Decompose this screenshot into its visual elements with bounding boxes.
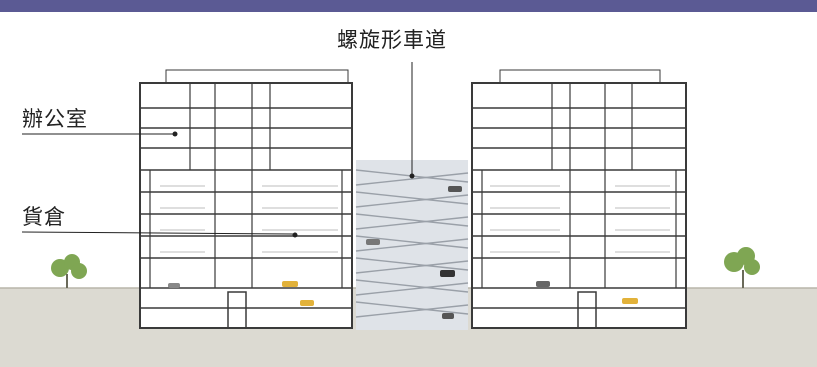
right-building — [471, 69, 687, 329]
ramp-label: 螺旋形車道 — [337, 28, 447, 52]
warehouse-label: 貨倉 — [22, 205, 66, 229]
spiral-ramp — [355, 160, 469, 330]
warehouse-leader — [21, 231, 294, 235]
tree-left — [51, 254, 87, 288]
leader-lines — [21, 62, 415, 238]
tree-right — [724, 247, 760, 288]
header-bar — [0, 0, 817, 12]
office-label: 辦公室 — [22, 107, 88, 131]
left-building — [139, 69, 353, 329]
